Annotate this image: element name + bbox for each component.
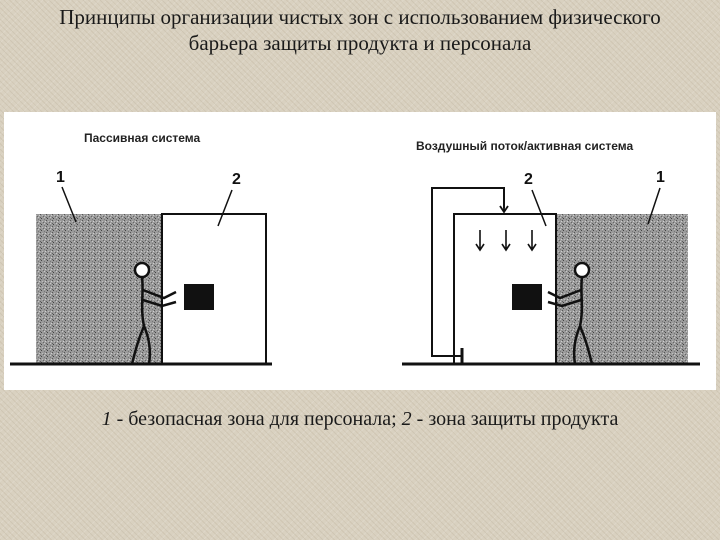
label-1-leader: [647, 187, 661, 225]
label-2: 2: [232, 171, 241, 188]
label-2-leader: [217, 189, 233, 227]
caption-number-2: 2: [401, 408, 412, 430]
safe-zone-personnel: [556, 214, 688, 364]
diagram-panel: Пассивная система 1 2 Воздушный поток/ак…: [4, 112, 716, 390]
label-2-leader: [531, 189, 547, 227]
caption-text-2: - зона защиты продукта: [411, 408, 619, 430]
slide-title: Принципы организации чистых зон с исполь…: [0, 4, 720, 56]
label-1: 1: [56, 169, 65, 186]
label-1-leader: [61, 186, 77, 223]
caption-number-1: 1: [101, 408, 112, 430]
title-line-2: барьера защиты продукта и персонала: [188, 31, 532, 55]
operator-figure: [547, 261, 594, 365]
airflow-inlet-arrow: [499, 200, 509, 214]
product-box: [184, 284, 214, 310]
caption-text-1: - безопасная зона для персонала;: [111, 408, 402, 430]
label-1: 1: [656, 169, 665, 186]
label-2: 2: [524, 171, 533, 188]
air-duct: [431, 187, 505, 357]
diagram-caption: 1 - безопасная зона для персонала; 2 - з…: [0, 408, 720, 431]
airflow-arrows: [475, 230, 537, 252]
passive-system-diagram: Пассивная система 1 2: [10, 131, 272, 366]
passive-system-heading: Пассивная система: [84, 131, 200, 145]
title-line-1: Принципы организации чистых зон с исполь…: [59, 5, 661, 29]
safe-zone-personnel: [36, 214, 162, 364]
operator-figure: [130, 261, 177, 365]
active-system-heading: Воздушный поток/активная система: [416, 139, 634, 153]
active-system-diagram: Воздушный поток/активная система 2 1: [402, 139, 700, 366]
clean-zone-diagram: Пассивная система 1 2 Воздушный поток/ак…: [10, 131, 700, 366]
product-box: [512, 284, 542, 310]
